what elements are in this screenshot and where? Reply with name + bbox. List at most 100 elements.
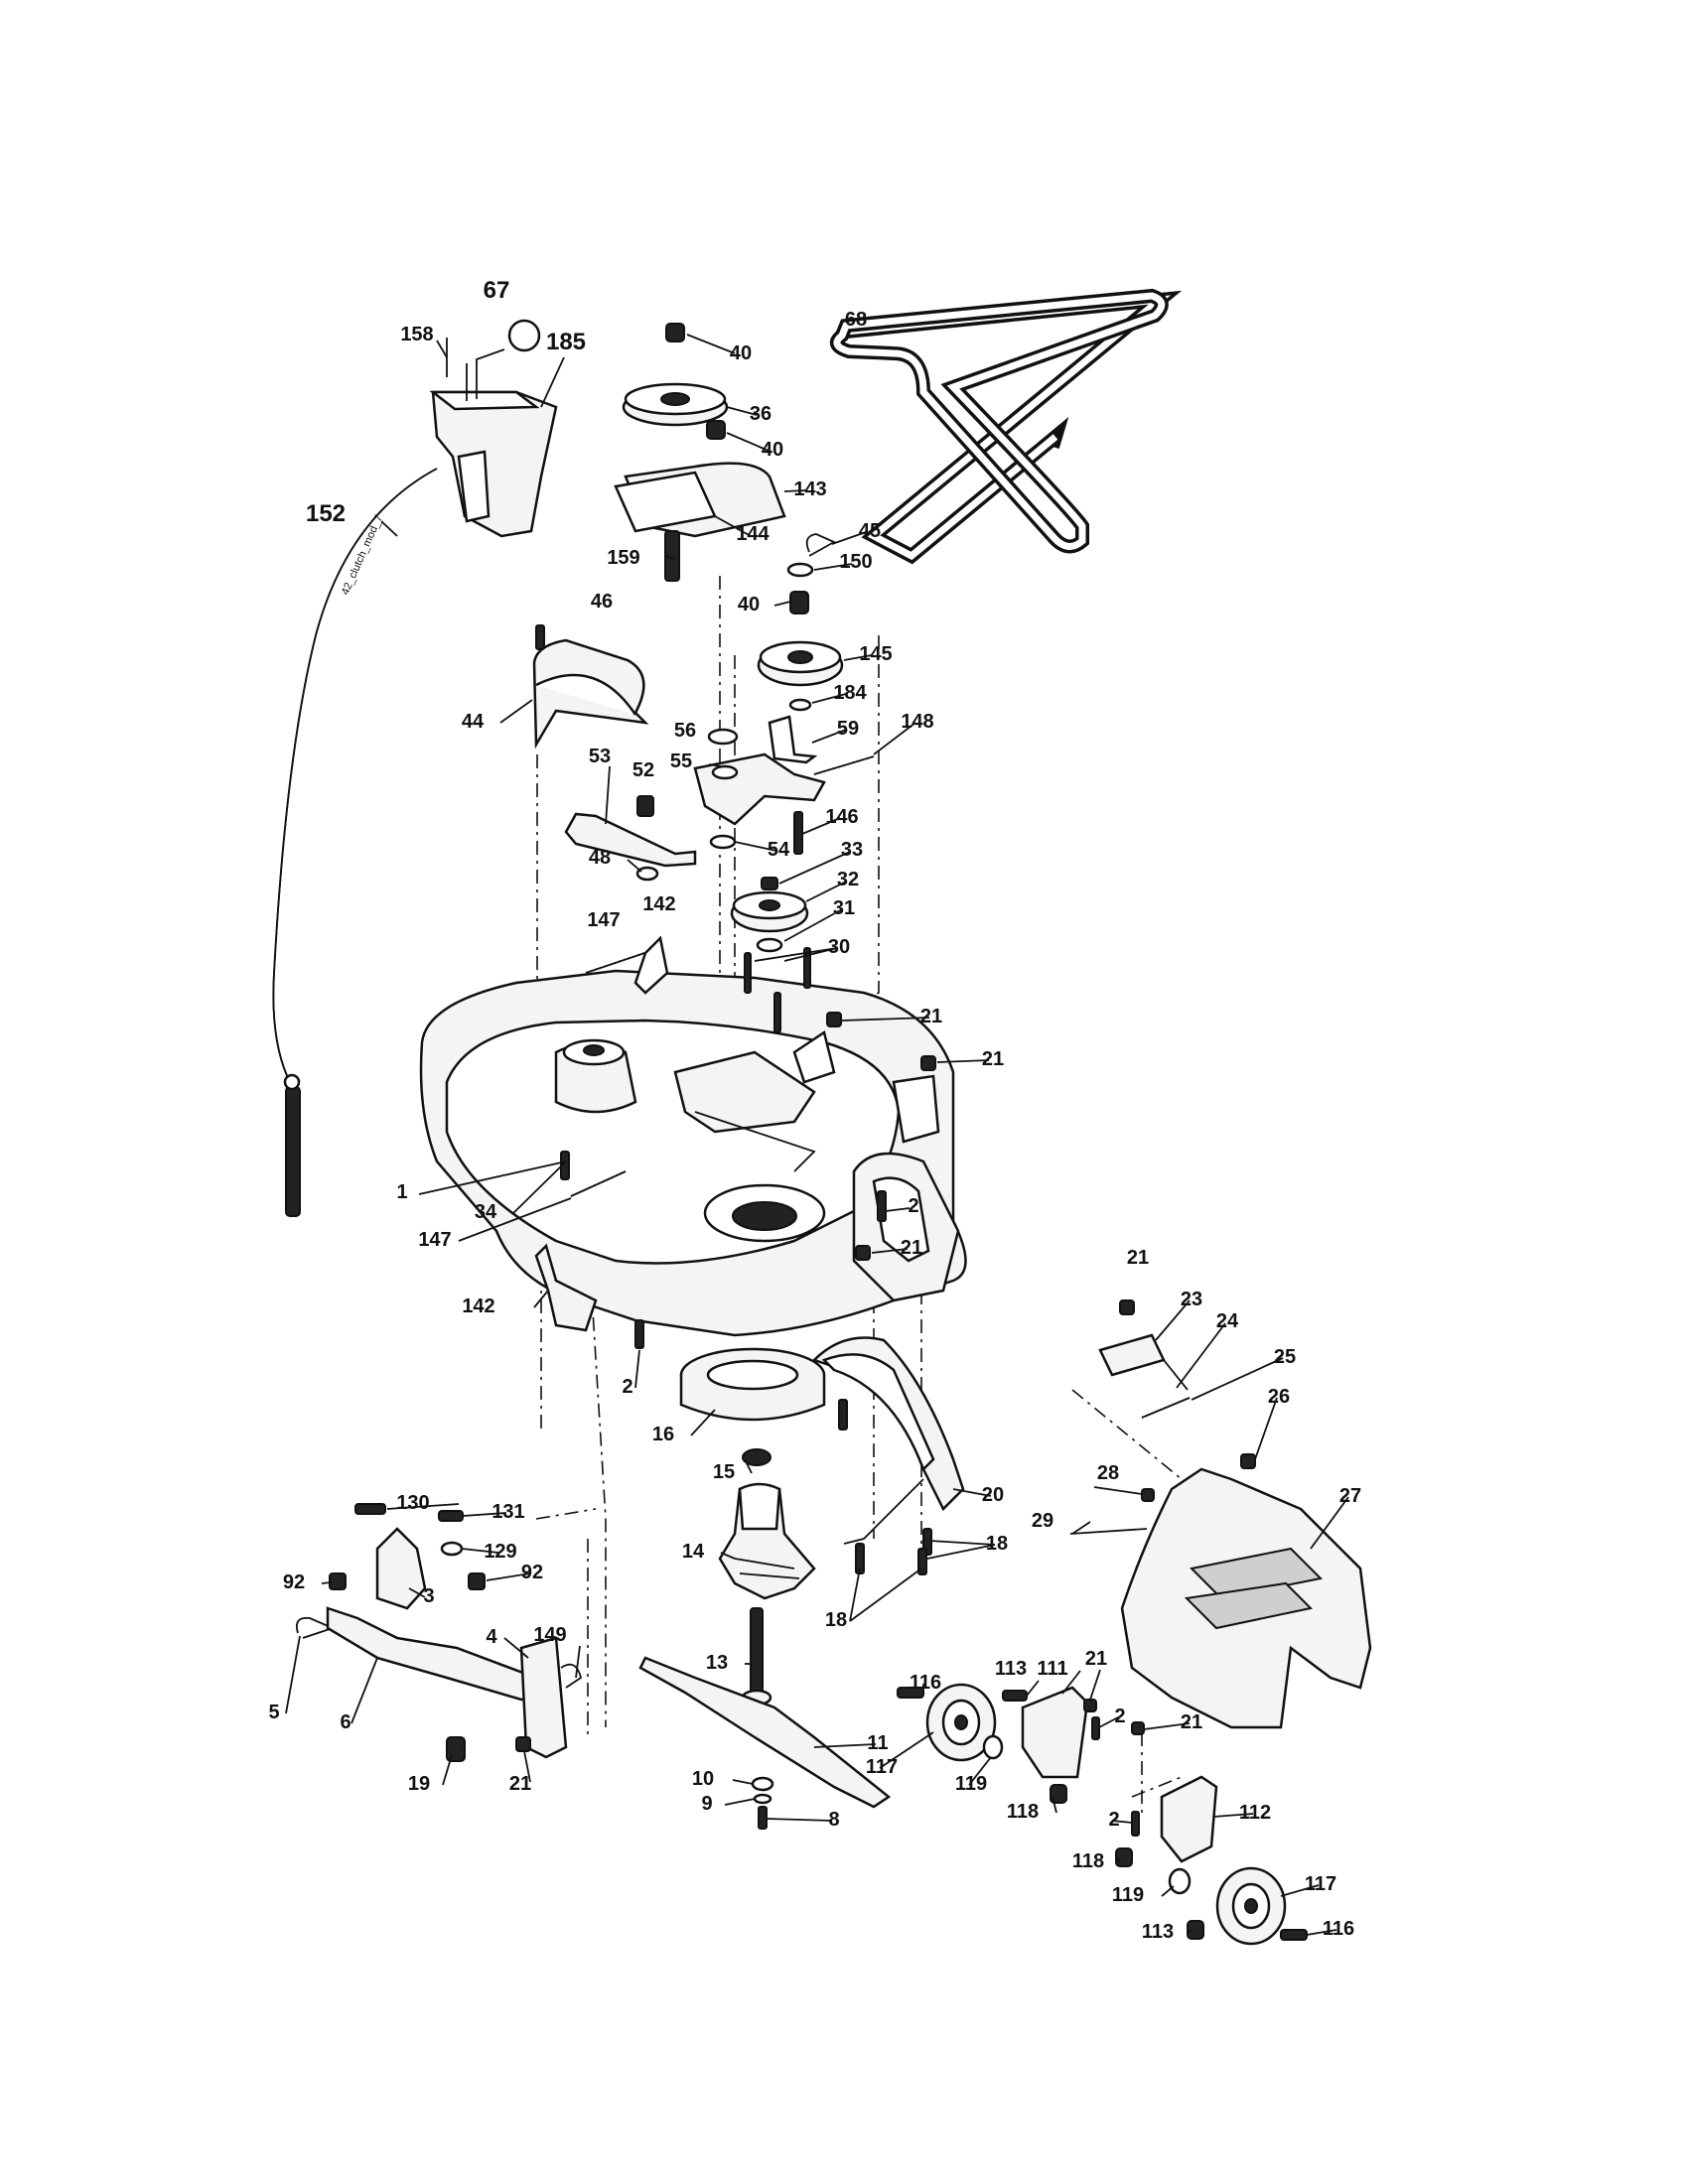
wheel-bracket-111 — [1021, 1686, 1089, 1779]
clip-28 — [1141, 1488, 1155, 1502]
callout-c19: 19 — [408, 1773, 430, 1795]
callout-c59: 59 — [837, 718, 859, 740]
bolts-30b — [773, 992, 781, 1033]
cable-label: 42_clutch_mod_7 — [340, 513, 385, 597]
idler-arm-assembly — [693, 728, 826, 855]
nut-21g — [515, 1736, 531, 1752]
blade-11 — [638, 1656, 892, 1809]
callout-c92b: 92 — [521, 1562, 543, 1583]
deck-idler-plate — [673, 1050, 816, 1134]
nut-52 — [636, 795, 654, 817]
nut-21a — [826, 1012, 842, 1027]
bolt-116b — [1280, 1929, 1308, 1941]
callout-c16: 16 — [652, 1424, 674, 1445]
bearing-15 — [742, 1448, 772, 1466]
callout-c21e: 21 — [1085, 1648, 1107, 1670]
callout-c113b: 113 — [1142, 1921, 1174, 1943]
callout-c33: 33 — [841, 839, 863, 861]
bolt-130 — [354, 1503, 386, 1515]
callout-c142b: 142 — [462, 1296, 494, 1317]
callout-c21b: 21 — [982, 1048, 1004, 1070]
nut-92b — [468, 1572, 486, 1590]
callout-c144: 144 — [736, 523, 770, 545]
lower-idler-assembly — [757, 533, 875, 775]
callout-c26: 26 — [1268, 1386, 1290, 1408]
callout-c46: 46 — [591, 591, 613, 613]
callout-c158: 158 — [400, 324, 433, 345]
knob-67 — [507, 319, 541, 352]
bolt-146 — [793, 811, 803, 855]
callout-c11: 11 — [867, 1732, 888, 1754]
screw-46 — [535, 624, 545, 650]
callout-c117b: 117 — [1305, 1873, 1336, 1895]
callout-c143: 143 — [793, 478, 826, 500]
nut-21e — [1083, 1699, 1097, 1712]
nut-92a — [329, 1572, 347, 1590]
callout-c112: 112 — [1239, 1802, 1271, 1824]
callout-c52: 52 — [632, 759, 654, 781]
callout-c147a: 147 — [587, 909, 620, 931]
callout-c6: 6 — [340, 1711, 351, 1733]
washer-56 — [707, 728, 739, 746]
bracket-3 — [375, 1527, 427, 1610]
hairpin-45 — [805, 533, 837, 557]
callout-c148: 148 — [901, 711, 933, 733]
spindle-assembly — [638, 1347, 892, 1830]
callout-c40b: 40 — [762, 439, 783, 461]
wheel-bracket-112 — [1160, 1775, 1218, 1863]
callout-c5: 5 — [268, 1702, 279, 1723]
callout-c117a: 117 — [866, 1756, 898, 1778]
nut-21b — [920, 1055, 936, 1071]
nut-113b — [1187, 1920, 1204, 1940]
washer-54 — [709, 834, 737, 850]
bolt-113a — [1002, 1690, 1028, 1702]
center-pulley-stack — [730, 877, 809, 953]
callout-c15: 15 — [713, 1461, 735, 1483]
callout-c146: 146 — [825, 806, 858, 828]
callout-c4: 4 — [486, 1626, 497, 1648]
callout-c53: 53 — [589, 746, 611, 767]
callout-c20: 20 — [982, 1484, 1004, 1506]
callout-c131: 131 — [491, 1501, 524, 1523]
bolt-18c — [855, 1543, 865, 1574]
bolt-2b — [634, 1319, 644, 1349]
washer-9 — [753, 1793, 772, 1805]
callout-c21f: 21 — [1181, 1711, 1202, 1733]
belt-guard-44 — [532, 624, 649, 750]
callout-c21a: 21 — [920, 1006, 942, 1027]
gauge-wheel-front — [897, 1683, 1100, 1804]
callout-c44: 44 — [462, 711, 485, 733]
callout-c116a: 116 — [910, 1672, 941, 1694]
callout-c14: 14 — [682, 1541, 705, 1563]
callout-c92a: 92 — [283, 1571, 305, 1593]
callout-c116b: 116 — [1323, 1918, 1354, 1940]
bolt-131 — [438, 1510, 464, 1522]
callout-c119a: 119 — [955, 1773, 987, 1795]
nut-21f — [1131, 1721, 1145, 1735]
bolt-18d — [917, 1548, 927, 1575]
link-53-assembly — [564, 795, 697, 882]
mower-deck-1 — [419, 935, 967, 1337]
callout-c29: 29 — [1032, 1510, 1053, 1532]
callout-c28: 28 — [1097, 1462, 1119, 1484]
callout-c13: 13 — [706, 1652, 728, 1674]
callout-c2d: 2 — [1108, 1809, 1119, 1831]
callout-c18b: 18 — [825, 1609, 847, 1631]
callout-c149: 149 — [533, 1624, 566, 1646]
link-53 — [564, 812, 697, 868]
hairpin-5 — [295, 1616, 336, 1639]
callout-c113a: 113 — [995, 1658, 1027, 1680]
callout-c68: 68 — [845, 309, 867, 331]
washer-129 — [440, 1541, 464, 1557]
nut-118a — [1050, 1784, 1067, 1804]
callout-c111: 111 — [1037, 1658, 1067, 1680]
callout-c129: 129 — [484, 1541, 516, 1563]
callout-c21d: 21 — [1127, 1247, 1149, 1269]
callout-c10: 10 — [692, 1768, 714, 1790]
callout-c31: 31 — [833, 897, 855, 919]
callout-c23: 23 — [1181, 1289, 1202, 1310]
callout-c152: 152 — [306, 500, 346, 527]
callout-c48: 48 — [589, 847, 611, 869]
